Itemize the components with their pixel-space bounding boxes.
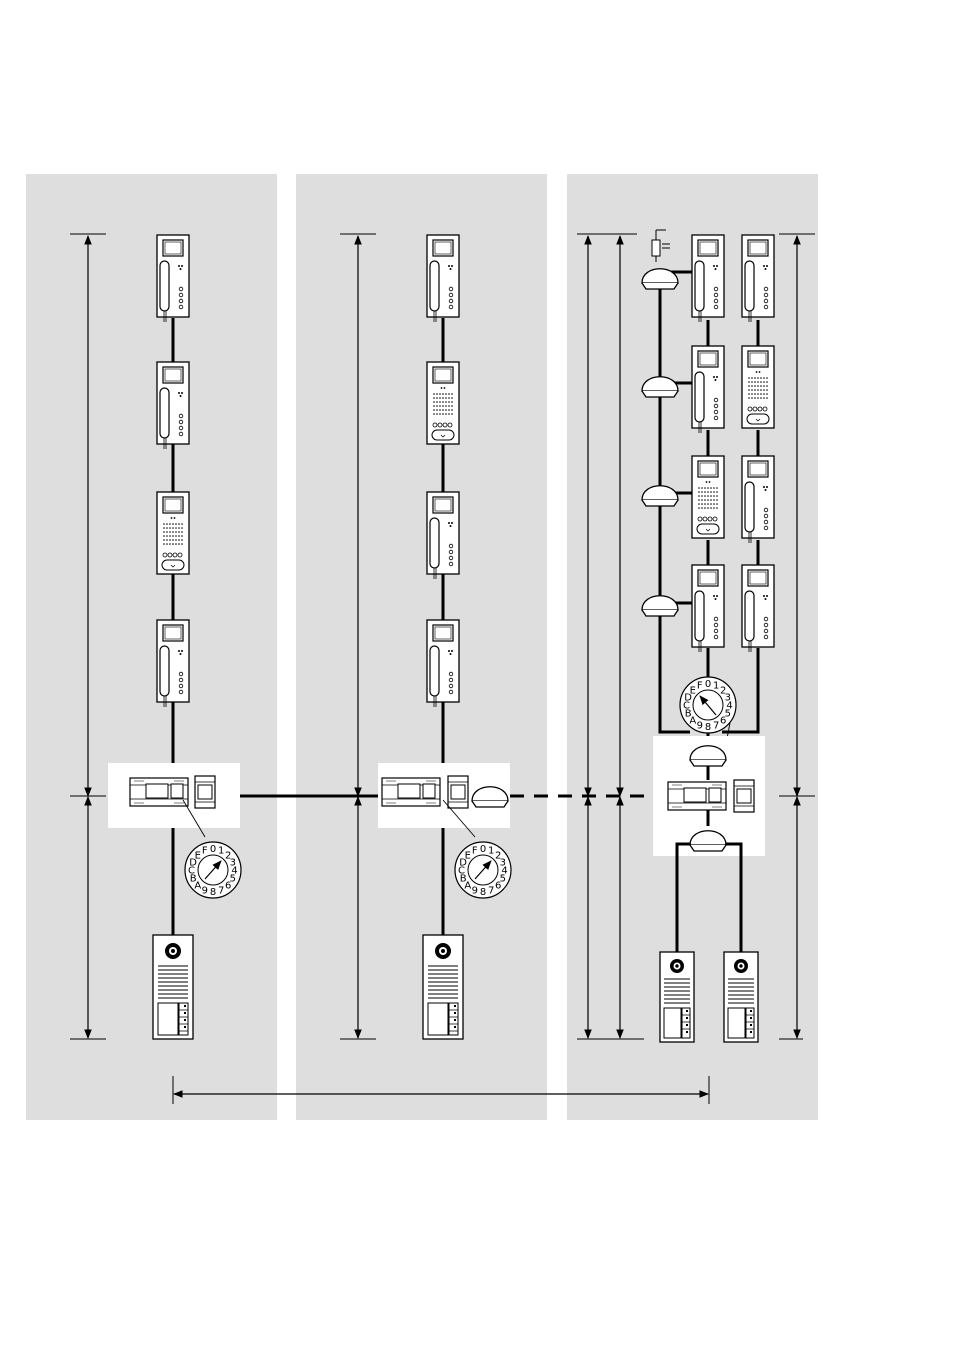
dial-label-D: D <box>684 692 692 703</box>
dial-label-6: 6 <box>495 881 501 892</box>
middle-dimension-ticks <box>340 233 376 1040</box>
dial-label-7: 7 <box>713 720 719 731</box>
right-indoor-station-b4 <box>741 564 775 653</box>
dial-label-A: A <box>194 881 201 892</box>
right-distributor-2 <box>641 376 679 398</box>
left-door-station <box>152 934 194 1040</box>
dial-label-9: 9 <box>697 720 703 731</box>
right-indoor-station-b3 <box>741 455 775 544</box>
dial-label-B: B <box>190 874 197 885</box>
right-distributor-3 <box>641 485 679 507</box>
dial-label-7: 7 <box>218 885 224 896</box>
dial-label-9: 9 <box>202 885 208 896</box>
dial-label-1: 1 <box>218 846 224 857</box>
dial-label-2: 2 <box>225 850 231 861</box>
dial-label-C: C <box>188 866 195 877</box>
dial-label-3: 3 <box>500 857 506 868</box>
dial-label-8: 8 <box>705 722 711 733</box>
dial-label-E: E <box>465 850 471 861</box>
dial-label-B: B <box>685 709 692 720</box>
terminating-resistor <box>651 229 670 262</box>
dial-label-2: 2 <box>720 685 726 696</box>
dial-label-4: 4 <box>726 701 732 712</box>
dial-label-A: A <box>689 716 696 727</box>
dial-label-0: 0 <box>210 844 216 855</box>
dial-label-F: F <box>697 681 703 692</box>
right-distributor-1 <box>641 268 679 290</box>
dial-label-B: B <box>460 874 467 885</box>
left-dimension-ticks <box>70 233 106 1040</box>
right-indoor-station-a3 <box>691 455 725 539</box>
dial-label-1: 1 <box>488 846 494 857</box>
left-indoor-station-4 <box>156 619 190 708</box>
dial-label-C: C <box>458 866 465 877</box>
dial-label-C: C <box>683 701 690 712</box>
right-indoor-station-a1 <box>691 234 725 323</box>
bottom-dimension-ticks <box>172 1076 710 1104</box>
middle-indoor-station-3 <box>426 491 460 580</box>
right-lower-distributor <box>689 830 727 852</box>
dial-label-5: 5 <box>230 874 236 885</box>
right-door-station-2 <box>723 951 759 1043</box>
dial-label-F: F <box>202 846 208 857</box>
right-indoor-station-b1 <box>741 234 775 323</box>
middle-distributor <box>471 786 509 808</box>
dial-label-5: 5 <box>500 874 506 885</box>
dial-label-3: 3 <box>725 692 731 703</box>
right-indoor-station-a4 <box>691 564 725 653</box>
left-indoor-station-2 <box>156 361 190 450</box>
dial-label-2: 2 <box>495 850 501 861</box>
dial-label-A: A <box>464 881 471 892</box>
dial-label-E: E <box>195 850 201 861</box>
right-door-bus-wiring <box>675 842 743 953</box>
right-upper-distributor <box>689 745 727 767</box>
dial-label-6: 6 <box>720 716 726 727</box>
middle-indoor-station-4 <box>426 619 460 708</box>
panel-middle-background <box>296 174 547 1120</box>
dial-label-8: 8 <box>480 887 486 898</box>
dial-label-5: 5 <box>725 709 731 720</box>
right-indoor-station-a2 <box>691 345 725 434</box>
panel-left-background <box>26 174 277 1120</box>
dial-label-8: 8 <box>210 887 216 898</box>
dial-label-0: 0 <box>705 679 711 690</box>
left-indoor-station-1 <box>156 234 190 323</box>
middle-indoor-station-2 <box>426 361 460 445</box>
middle-power-supply <box>447 775 469 809</box>
middle-door-station <box>422 934 464 1040</box>
dial-label-0: 0 <box>480 844 486 855</box>
dial-label-9: 9 <box>472 885 478 896</box>
dial-label-7: 7 <box>488 885 494 896</box>
middle-indoor-station-1 <box>426 234 460 323</box>
middle-controller <box>381 777 441 807</box>
right-door-station-1 <box>659 951 695 1043</box>
right-distributor-4 <box>641 595 679 617</box>
dial-label-D: D <box>189 857 197 868</box>
left-controller <box>129 777 189 807</box>
right-indoor-station-b2 <box>741 345 775 429</box>
dial-label-4: 4 <box>231 866 237 877</box>
right-dimension-ticks <box>577 233 815 1040</box>
dial-label-D: D <box>459 857 467 868</box>
dial-label-4: 4 <box>501 866 507 877</box>
right-controller <box>667 781 727 811</box>
dial-label-1: 1 <box>713 681 719 692</box>
dial-label-6: 6 <box>225 881 231 892</box>
dial-label-3: 3 <box>230 857 236 868</box>
right-power-supply <box>733 779 755 813</box>
dial-label-E: E <box>690 685 696 696</box>
left-indoor-station-3 <box>156 491 190 575</box>
dial-label-F: F <box>472 846 478 857</box>
left-power-supply <box>194 775 216 809</box>
